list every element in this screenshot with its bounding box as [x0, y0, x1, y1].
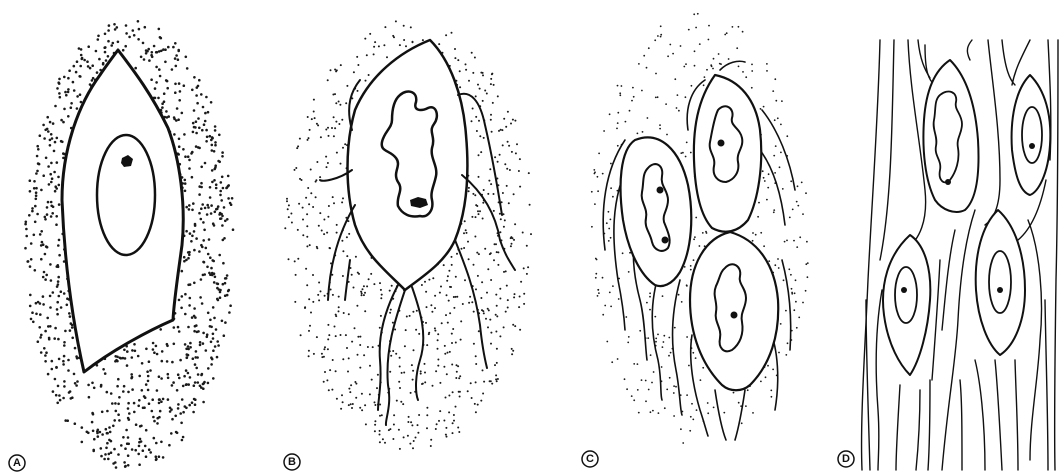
svg-text:D: D — [842, 453, 850, 465]
panel-label-d: D — [838, 451, 854, 467]
panel-a-nucleus — [97, 135, 155, 255]
panel-d-nucleus-2 — [1022, 107, 1042, 163]
svg-text:A: A — [13, 457, 21, 469]
panel-label-b: B — [284, 454, 300, 470]
panel-label-c: C — [582, 451, 598, 467]
svg-text:C: C — [586, 453, 594, 465]
panel-d-nucleus-4 — [895, 267, 917, 323]
panel-d-nucleus-3 — [989, 251, 1011, 313]
svg-text:B: B — [288, 456, 296, 468]
panel-label-a: A — [9, 455, 25, 471]
